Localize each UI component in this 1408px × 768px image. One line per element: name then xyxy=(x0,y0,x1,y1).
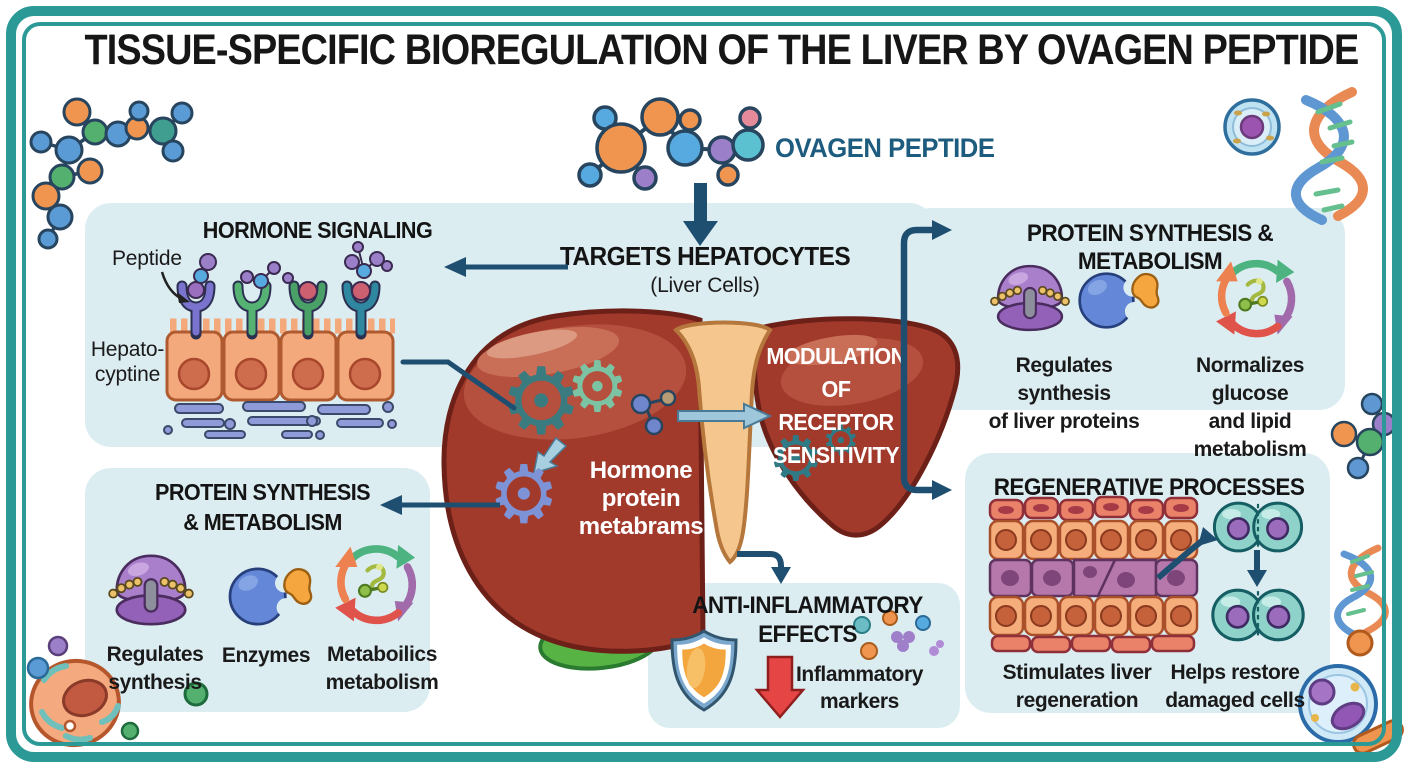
dna-icon xyxy=(1291,87,1368,225)
dot-decoration xyxy=(1346,629,1374,657)
protein-synthesis-top-heading: PROTEIN SYNTHESIS & METABOLISM xyxy=(1026,220,1274,275)
blob-decoration xyxy=(1352,719,1404,755)
caption-enzymes: Enzymes xyxy=(221,644,311,667)
caption-helps-restore: Helps restore damaged cells xyxy=(1165,661,1305,712)
caption-metabolism: Metaboilics metabolism xyxy=(325,643,439,694)
gear-icon: ⚙ xyxy=(566,346,629,428)
ovagen-peptide-label: OVAGEN PEPTIDE xyxy=(775,133,995,163)
caption-stimulates-regeneration: Stimulates liver regeneration xyxy=(1002,661,1152,712)
caption-regulates-liver-proteins: Regulates synthesis of liver proteins xyxy=(988,354,1140,433)
ovagen-peptide-molecule-icon xyxy=(577,97,765,191)
inflammatory-markers-label: Inflammatory markers xyxy=(795,663,924,713)
gear-icon: ⚙ xyxy=(488,448,560,541)
connector-to-anti-inflammatory xyxy=(737,551,791,584)
hepatocyptine-label: Hepato- cyptine xyxy=(90,338,165,386)
modulation-label: MODULATION OF RECEPTOR SENSITIVITY xyxy=(766,343,906,468)
dot-decoration xyxy=(120,721,140,741)
dna-icon xyxy=(1334,544,1389,640)
anti-inflammatory-heading: ANTI-INFLAMMATORY EFFECTS xyxy=(692,592,923,648)
protein-synthesis-bottom-heading: PROTEIN SYNTHESIS & METABOLISM xyxy=(154,479,371,535)
dot-decoration xyxy=(47,635,69,657)
page-title: TISSUE-SPECIFIC BIOREGULATION OF THE LIV… xyxy=(84,26,1359,74)
cell-icon xyxy=(1223,98,1281,156)
hormone-protein-label: Hormone protein metabrams xyxy=(578,457,704,540)
targets-hepatocytes-label: TARGETS HEPATOCYTES (Liver Cells) xyxy=(559,241,851,297)
peptide-label: Peptide xyxy=(112,247,182,270)
caption-regulates-synthesis: Regulates synthesis xyxy=(106,643,204,694)
dot-decoration xyxy=(26,656,50,680)
gallbladder xyxy=(538,613,662,671)
regenerative-heading: REGENERATIVE PROCESSES xyxy=(993,474,1305,501)
caption-normalizes-glucose: Normalizes glucose and lipid metabolism xyxy=(1193,354,1307,461)
hormone-signaling-heading: HORMONE SIGNALING xyxy=(202,217,433,243)
